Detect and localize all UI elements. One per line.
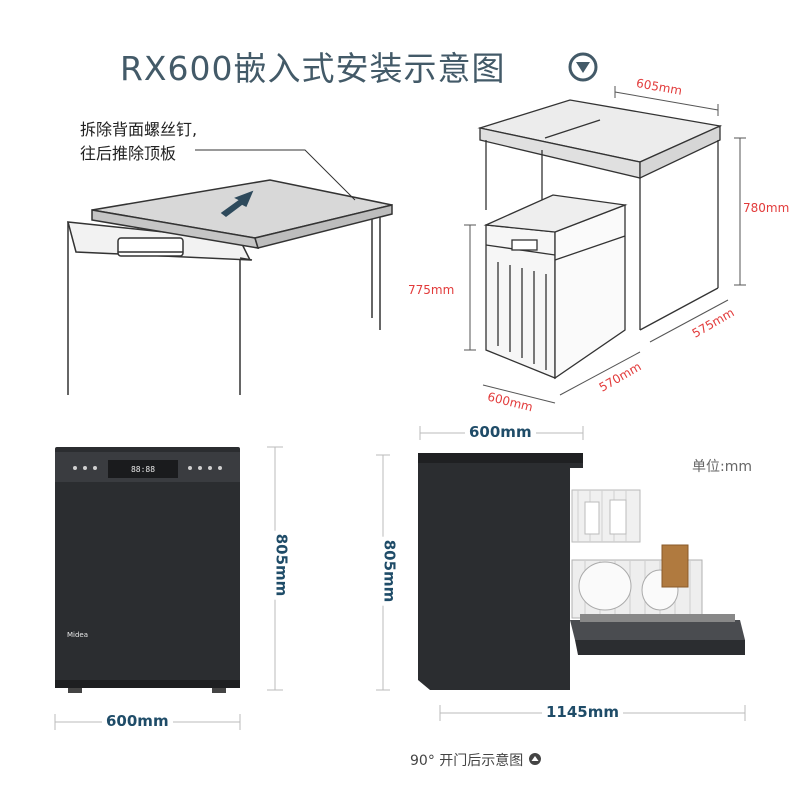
instruction-line-1: 拆除背面螺丝钉, [80,120,198,139]
down-triangle-circle-icon [568,52,598,82]
front-height-label: 805mm [272,530,291,600]
cabinet-height-label: 780mm [743,201,790,215]
side-height-label: 805mm [380,536,399,606]
page-title: RX600嵌入式安装示意图 [120,49,506,88]
caption-text: 90° 开门后示意图 [410,753,524,769]
svg-text:88:88: 88:88 [131,465,155,474]
instruction-line-2: 往后推除顶板 [80,144,177,163]
push-arrow-icon [220,190,254,217]
instruction-note: 拆除背面螺丝钉, 往后推除顶板 [80,118,197,166]
machine-height-label: 775mm [408,283,455,297]
top-panel-removal-illustration [66,149,393,395]
open-depth-label: 1145mm [542,703,624,721]
open-door-caption: 90° 开门后示意图 [410,750,542,770]
front-width-label: 600mm [102,712,173,730]
brand-logo: Midea [67,631,88,639]
side-width-label: 600mm [465,423,536,441]
side-view-open-door [376,426,746,721]
cabinet-installation-illustration [464,86,746,404]
unit-label: 单位:mm [692,459,752,475]
up-triangle-circle-icon [528,753,541,765]
front-view-dishwasher: 88:88 Midea [54,446,283,730]
